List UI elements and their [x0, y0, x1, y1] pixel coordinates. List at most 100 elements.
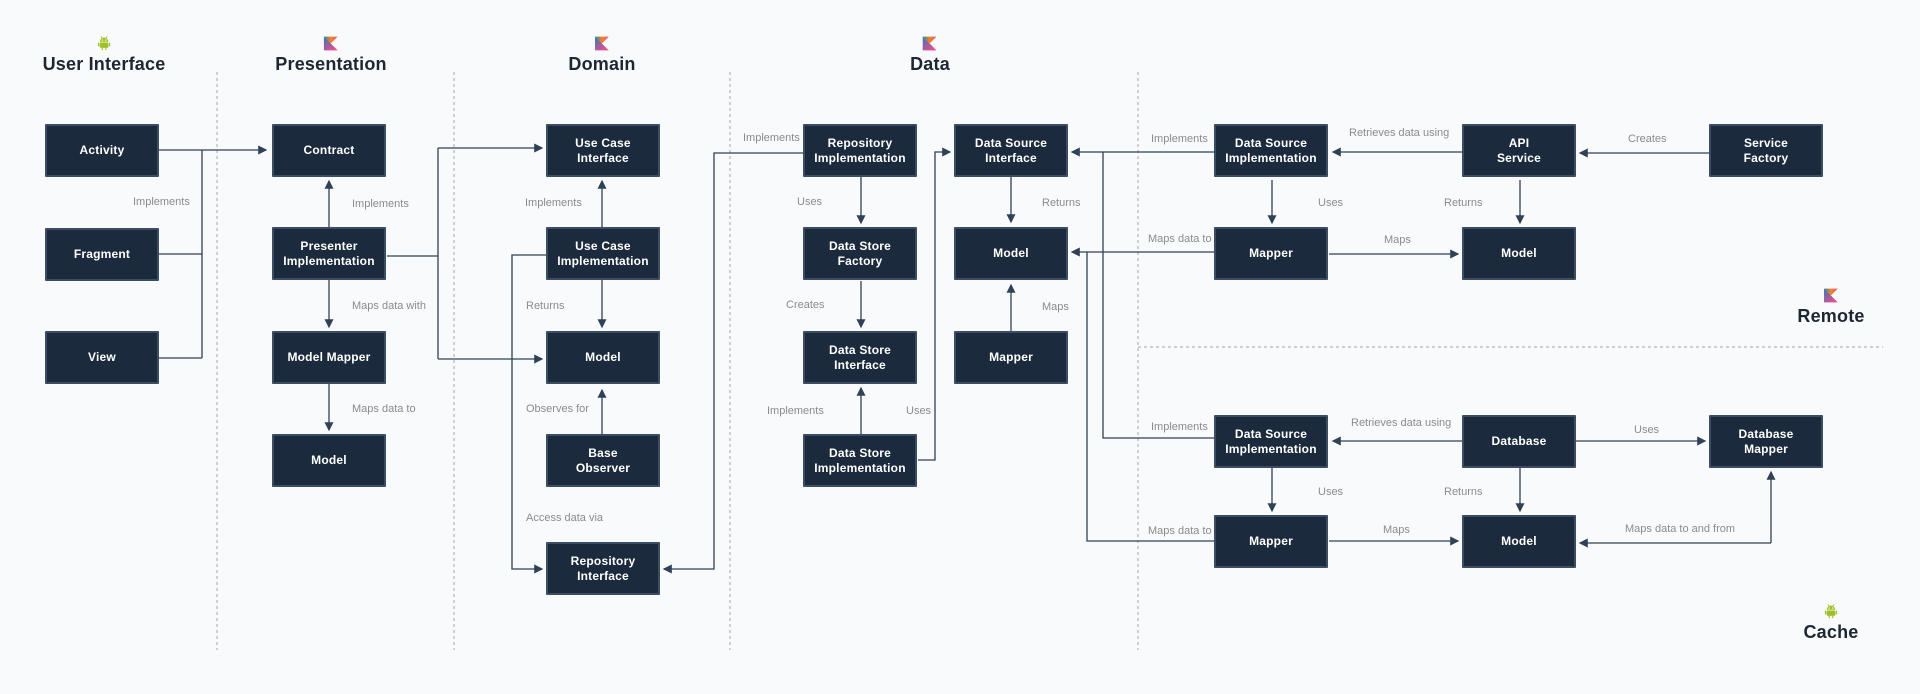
node-label: Data Source	[974, 135, 1048, 150]
node-label: Interface	[577, 568, 629, 583]
android-icon	[1824, 604, 1839, 619]
kotlin-icon	[595, 36, 610, 51]
edge-label: Maps data to	[352, 403, 416, 415]
node-view: View	[45, 331, 159, 384]
section-title-remote: Remote	[1797, 288, 1864, 327]
node-label: Data Source	[1234, 426, 1308, 441]
section-title-text: Domain	[568, 54, 636, 74]
edge-label: Maps	[1042, 301, 1069, 313]
node-model-mapper: Model Mapper	[272, 331, 386, 384]
edge-label: Returns	[1444, 486, 1483, 498]
section-title-presentation: Presentation	[275, 36, 387, 75]
section-title-user-interface: User Interface	[43, 36, 166, 75]
node-label: Database	[1491, 434, 1547, 448]
node-data-mapper: Mapper	[954, 331, 1068, 384]
edge-label: Implements	[1151, 133, 1208, 145]
section-title-text: User Interface	[42, 54, 166, 74]
edge-label: Returns	[1042, 197, 1081, 209]
node-label: View	[88, 350, 116, 364]
edge-label: Maps	[1383, 524, 1410, 536]
node-database: Database	[1462, 415, 1576, 468]
edge-label: Retrieves data using	[1349, 127, 1450, 139]
connection-cache-mapper	[1086, 252, 1214, 542]
node-label: Implementation	[1225, 441, 1317, 456]
edge-label: Uses	[797, 196, 823, 208]
node-label: Repository	[570, 553, 636, 568]
node-label: Factory	[1743, 150, 1789, 165]
node-remote-model: Model	[1462, 227, 1576, 280]
edge-label: Maps	[1384, 234, 1411, 246]
node-remote-mapper: Mapper	[1214, 227, 1328, 280]
node-label: Data Store	[828, 342, 892, 357]
edge-label: Maps data to and from	[1625, 523, 1736, 535]
node-label: Interface	[834, 357, 886, 372]
edge-label: Implements	[352, 198, 409, 210]
node-label: Mapper	[989, 350, 1033, 364]
edge-label: Returns	[526, 300, 565, 312]
node-label: Repository	[827, 135, 893, 150]
node-label: Use Case	[575, 238, 631, 253]
edge-label: Returns	[1444, 197, 1483, 209]
edge-label: Creates	[786, 299, 825, 311]
node-label: Implementation	[557, 253, 649, 268]
edge-label: Uses	[906, 405, 932, 417]
node-label: Implementation	[814, 460, 906, 475]
node-contract: Contract	[272, 124, 386, 177]
kotlin-icon	[922, 36, 937, 51]
node-label: Activity	[79, 143, 125, 157]
node-label: Data Source	[1234, 135, 1308, 150]
connection-repository-implementation-to-repository-interface	[662, 152, 803, 574]
node-label: Model	[311, 453, 347, 467]
node-data-model: Model	[954, 227, 1068, 280]
section-title-text: Presentation	[275, 54, 387, 74]
node-label: Presenter	[300, 238, 358, 253]
edge-label: Implements	[525, 197, 582, 209]
node-label: Use Case	[575, 135, 631, 150]
section-title-text: Remote	[1797, 306, 1865, 326]
node-label: Observer	[575, 460, 631, 475]
node-label: Fragment	[73, 247, 131, 261]
connection-data-store-implementation-to-data-source-interface	[918, 147, 952, 461]
node-activity: Activity	[45, 124, 159, 177]
edge-label: Creates	[1628, 133, 1667, 145]
node-label: Mapper	[1249, 534, 1293, 548]
node-label: Data Store	[828, 445, 892, 460]
node-label: Database	[1738, 426, 1794, 441]
node-label: Model	[993, 246, 1029, 260]
edge-label: Maps data to	[1148, 233, 1212, 245]
node-label: Service	[1496, 150, 1542, 165]
node-label: Factory	[837, 253, 883, 268]
node-presentation-model: Model	[272, 434, 386, 487]
edge-label: Implements	[1151, 421, 1208, 433]
edge-label: Implements	[767, 405, 824, 417]
kotlin-icon	[1824, 288, 1839, 303]
node-label: Base	[588, 445, 618, 460]
node-fragment: Fragment	[45, 228, 159, 281]
node-label: API	[1508, 135, 1530, 150]
node-label: Interface	[985, 150, 1037, 165]
node-label: Implementation	[283, 253, 375, 268]
node-label: Implementation	[814, 150, 906, 165]
connection-cache-data-source-implementation	[1102, 152, 1214, 439]
edge-label: Maps data with	[352, 300, 426, 312]
section-title-data: Data	[910, 36, 950, 75]
edge-label: Uses	[1318, 197, 1344, 209]
section-title-text: Data	[910, 54, 950, 74]
node-cache-model: Model	[1462, 515, 1576, 568]
section-title-text: Cache	[1803, 622, 1859, 642]
edge-label: Uses	[1634, 424, 1660, 436]
edge-label: Access data via	[526, 512, 604, 524]
